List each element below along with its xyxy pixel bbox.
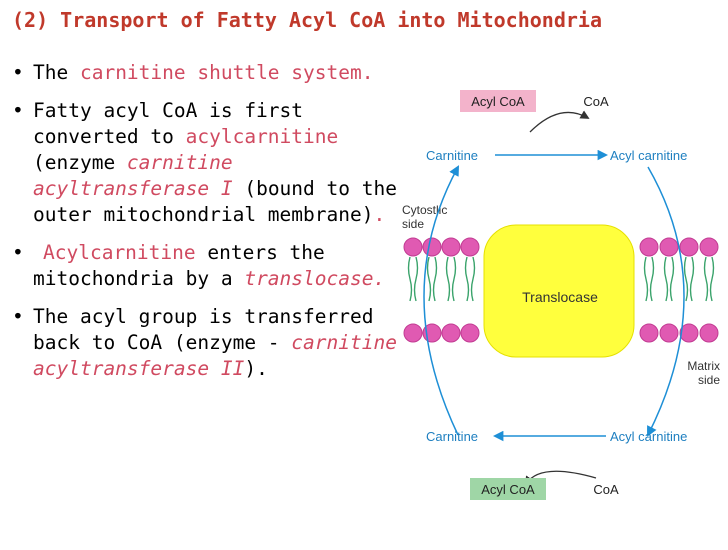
highlight-carnitine-shuttle: carnitine shuttle system	[79, 61, 362, 84]
acyl-coa-bottom-box	[470, 478, 546, 500]
acyl-carnitine-bottom-label: Acyl carnitine	[610, 429, 687, 444]
bullet-acylcarnitine-conversion: • Fatty acyl CoA is first converted to a…	[12, 98, 407, 228]
bullet-marker: •	[12, 61, 24, 84]
coa-bottom-label: CoA	[593, 482, 619, 497]
highlight-acylcarnitine: acylcarnitine	[185, 125, 339, 148]
bullet-text: .	[361, 61, 374, 84]
carnitine-shuttle-diagram: Acyl CoA CoA Carnitine Acyl carnitine Cy…	[400, 80, 728, 546]
slide-title: (2) Transport of Fatty Acyl CoA into Mit…	[12, 8, 603, 32]
matrix-side-label-2: side	[698, 373, 720, 387]
cytosolic-side-label: Cytostlic	[402, 203, 447, 217]
bullet-text: Fatty acyl CoA is first converted to	[33, 99, 304, 148]
highlight-acylcarnitine: Acylcarnitine	[43, 241, 196, 264]
acyl-carnitine-top-label: Acyl carnitine	[610, 148, 687, 163]
bullet-text: ).	[244, 357, 268, 380]
carnitine-top-label: Carnitine	[426, 148, 478, 163]
bullet-translocase: • Acylcarnitine enters the mitochondria …	[12, 240, 407, 292]
bullet-text: The	[33, 61, 80, 84]
highlight-cat-1: carnitine acyltransferase I	[33, 151, 233, 200]
bullet-text: (enzyme	[33, 151, 127, 174]
bullet-marker: •	[12, 305, 24, 328]
bullet-text: .	[373, 203, 386, 226]
translocase-label: Translocase	[522, 289, 598, 305]
acylcarnitine-import-arrow	[647, 166, 685, 437]
coa-release-arrow	[529, 110, 590, 133]
cytosolic-side-label-2: side	[402, 217, 424, 231]
bullet-text: (bound to the outer mitochondrial membra…	[33, 177, 397, 226]
coa-top-label: CoA	[583, 94, 609, 109]
bullet-text: .	[373, 267, 386, 290]
acyl-coa-top-box	[460, 90, 536, 112]
carnitine-bottom-label: Carnitine	[426, 429, 478, 444]
bullet-list: • The carnitine shuttle system. • Fatty …	[12, 60, 407, 394]
carnitine-return-arrow	[423, 165, 460, 436]
translocase-protein	[483, 224, 635, 358]
bullet-carnitine-shuttle: • The carnitine shuttle system.	[12, 60, 407, 86]
acyl-coa-bottom-label: Acyl CoA	[481, 482, 535, 497]
bullet-marker: •	[12, 99, 24, 122]
bullet-marker: •	[12, 241, 24, 264]
bullet-text: The acyl group is transferred back to Co…	[33, 305, 374, 354]
lipid-bilayer	[403, 237, 719, 343]
highlight-cat-2: carnitine acyltransferase II	[33, 331, 397, 380]
acyl-coa-top-label: Acyl CoA	[471, 94, 525, 109]
highlight-translocase: translocase	[244, 267, 374, 290]
diagram-svg: Acyl CoA CoA Carnitine Acyl carnitine Cy…	[402, 90, 720, 500]
bullet-acyl-transfer: • The acyl group is transferred back to …	[12, 304, 407, 382]
bullet-text: enters the mitochondria by a	[33, 241, 325, 290]
matrix-side-label: Matrix	[687, 359, 720, 373]
